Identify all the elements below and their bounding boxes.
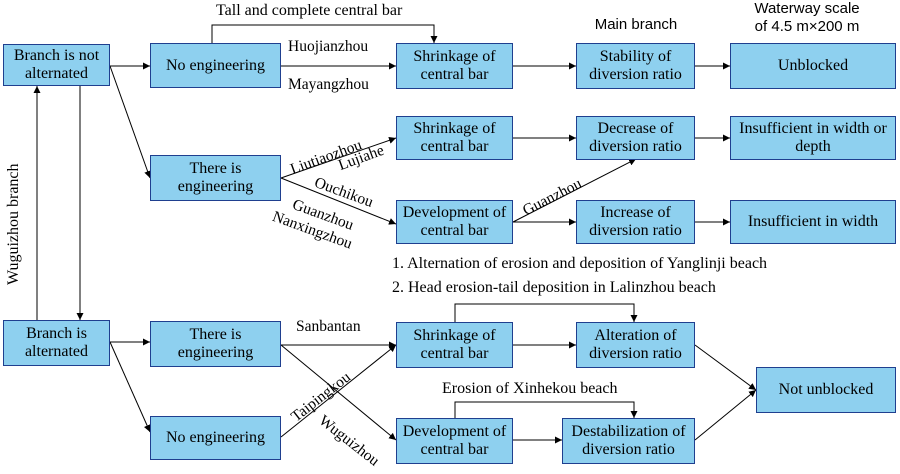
node-there-is-engineering-top: There is engineering bbox=[150, 155, 281, 201]
arrow-development-1-to-decrease bbox=[512, 158, 637, 223]
node-insufficient-in-width: Insufficient in width bbox=[730, 200, 896, 244]
note-lalinzhou-beach: 2. Head erosion-tail deposition in Lalin… bbox=[392, 279, 716, 296]
label-tall-and-complete-central-bar: Tall and complete central bar bbox=[216, 2, 403, 19]
note-yanglinji-beach: 1. Alternation of erosion and deposition… bbox=[392, 255, 768, 272]
node-insufficient-width-or-depth: Insufficient in width or depth bbox=[730, 116, 896, 160]
arrow-alternated-to-no-engineering bbox=[109, 341, 151, 433]
arrow-engineering-to-shrinkage-2 bbox=[280, 136, 397, 179]
node-shrinkage-of-central-bar-1: Shrinkage of central bar bbox=[396, 43, 513, 89]
header-main-branch: Main branch bbox=[594, 16, 678, 33]
label-erosion-of-xinhekou-beach: Erosion of Xinhekou beach bbox=[442, 380, 618, 397]
node-stability-of-diversion-ratio: Stability of diversion ratio bbox=[576, 43, 695, 89]
node-branch-is-alternated: Branch is alternated bbox=[3, 320, 110, 366]
node-shrinkage-of-central-bar-2: Shrinkage of central bar bbox=[396, 116, 513, 160]
node-no-engineering-top: No engineering bbox=[150, 43, 281, 88]
node-decrease-of-diversion-ratio: Decrease of diversion ratio bbox=[576, 116, 695, 160]
arrow-shrinkage-3-bypass bbox=[454, 303, 638, 322]
node-branch-not-alternated: Branch is not alternated bbox=[3, 44, 110, 86]
node-shrinkage-of-central-bar-3: Shrinkage of central bar bbox=[396, 322, 513, 368]
arrow-engineering-to-development-2 bbox=[280, 344, 397, 441]
header-waterway-scale-2: of 4.5 m×200 m bbox=[754, 18, 860, 35]
arrow-tall-complete-bypass bbox=[211, 24, 438, 43]
node-development-of-central-bar-2: Development of central bar bbox=[396, 418, 513, 464]
arrow-branch-not-to-there-is-engineering bbox=[109, 65, 151, 179]
node-not-unblocked: Not unblocked bbox=[756, 367, 896, 413]
node-there-is-engineering-bottom: There is engineering bbox=[150, 321, 281, 367]
side-label-wuguizhou-branch: Wuguizhou branch bbox=[5, 163, 22, 285]
node-development-of-central-bar-1: Development of central bar bbox=[396, 200, 513, 244]
label-huojianzhou: Huojianzhou bbox=[288, 38, 369, 55]
node-unblocked: Unblocked bbox=[730, 43, 896, 89]
node-increase-of-diversion-ratio: Increase of diversion ratio bbox=[576, 200, 695, 244]
label-sanbantan: Sanbantan bbox=[296, 318, 361, 335]
label-mayangzhou: Mayangzhou bbox=[288, 76, 369, 93]
arrow-no-engineering-to-shrinkage-3 bbox=[280, 344, 397, 438]
arrow-destabilization-to-not-unblocked bbox=[694, 389, 757, 441]
node-alteration-of-diversion-ratio: Alteration of diversion ratio bbox=[576, 322, 695, 368]
arrow-xinhekou-bypass bbox=[454, 401, 638, 418]
node-no-engineering-bottom: No engineering bbox=[150, 416, 281, 460]
header-waterway-scale-1: Waterway scale bbox=[754, 0, 860, 17]
arrow-engineering-to-development-1 bbox=[280, 177, 397, 225]
arrow-alteration-to-not-unblocked bbox=[694, 344, 757, 391]
node-destabilization-of-diversion-ratio: Destabilization of diversion ratio bbox=[562, 418, 695, 464]
